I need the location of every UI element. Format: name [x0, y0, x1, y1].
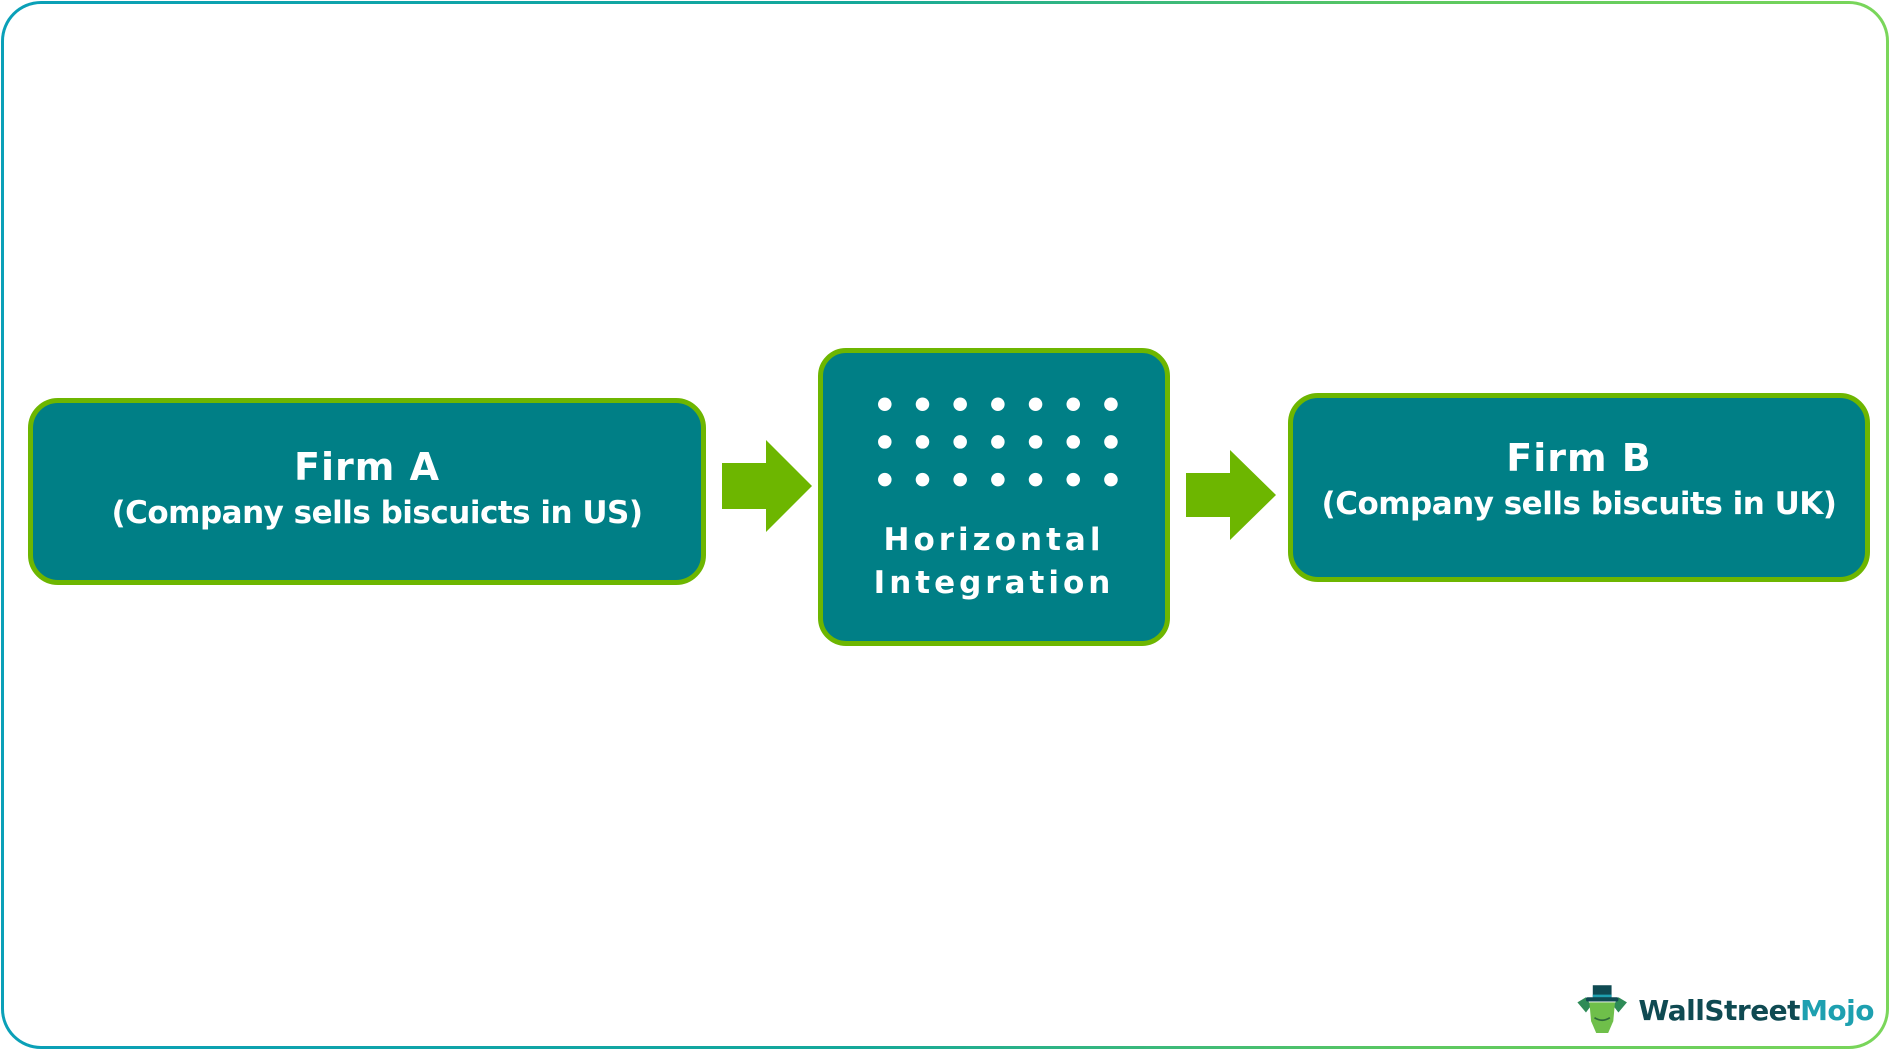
grid-dot [1066, 435, 1081, 449]
grid-dot [915, 472, 930, 487]
grid-dot [953, 472, 967, 487]
logo-text-part2: Mojo [1800, 993, 1874, 1027]
logo-text-part1: WallStreet [1638, 993, 1801, 1027]
wallstreetmojo-logo: WallStreetMojo [1574, 978, 1874, 1042]
grid-dot [1104, 397, 1118, 411]
grid-dot [915, 397, 930, 411]
firm-b-title: Firm B [1506, 435, 1652, 480]
arrow-right-icon [1186, 450, 1276, 540]
grid-dot [953, 397, 967, 411]
grid-dot [915, 435, 930, 449]
integration-label-line1: Horizontal [883, 522, 1105, 558]
grid-dot [1028, 397, 1043, 411]
grid-dot [1104, 435, 1118, 449]
grid-dot [1028, 472, 1043, 487]
grid-dot [953, 435, 967, 449]
integration-label-line2: Integration [873, 565, 1115, 601]
logo-text: WallStreetMojo [1638, 994, 1874, 1027]
grid-dot [991, 472, 1005, 487]
grid-dot [878, 472, 892, 487]
integration-label: Horizontal Integration [823, 519, 1165, 605]
grid-dot [991, 435, 1005, 449]
firm-a-box: Firm A (Company sells biscuicts in US) [28, 398, 706, 585]
grid-dot [1066, 397, 1081, 411]
grid-dot [878, 397, 892, 411]
horizontal-integration-box: Horizontal Integration [818, 348, 1170, 646]
grid-dot [1104, 472, 1118, 487]
grid-dot [1028, 435, 1043, 449]
firm-a-subtitle: (Company sells biscuicts in US) [111, 494, 643, 531]
bull-mascot-icon [1577, 985, 1627, 1034]
firm-b-subtitle: (Company sells biscuits in UK) [1321, 485, 1837, 522]
dot-grid-icon [878, 397, 1118, 487]
firm-b-box: Firm B (Company sells biscuits in UK) [1288, 393, 1870, 582]
grid-dot [1066, 472, 1081, 487]
arrow-right-icon [722, 440, 812, 532]
grid-dot [991, 397, 1005, 411]
grid-dot [878, 435, 892, 449]
firm-a-title: Firm A [294, 444, 440, 489]
